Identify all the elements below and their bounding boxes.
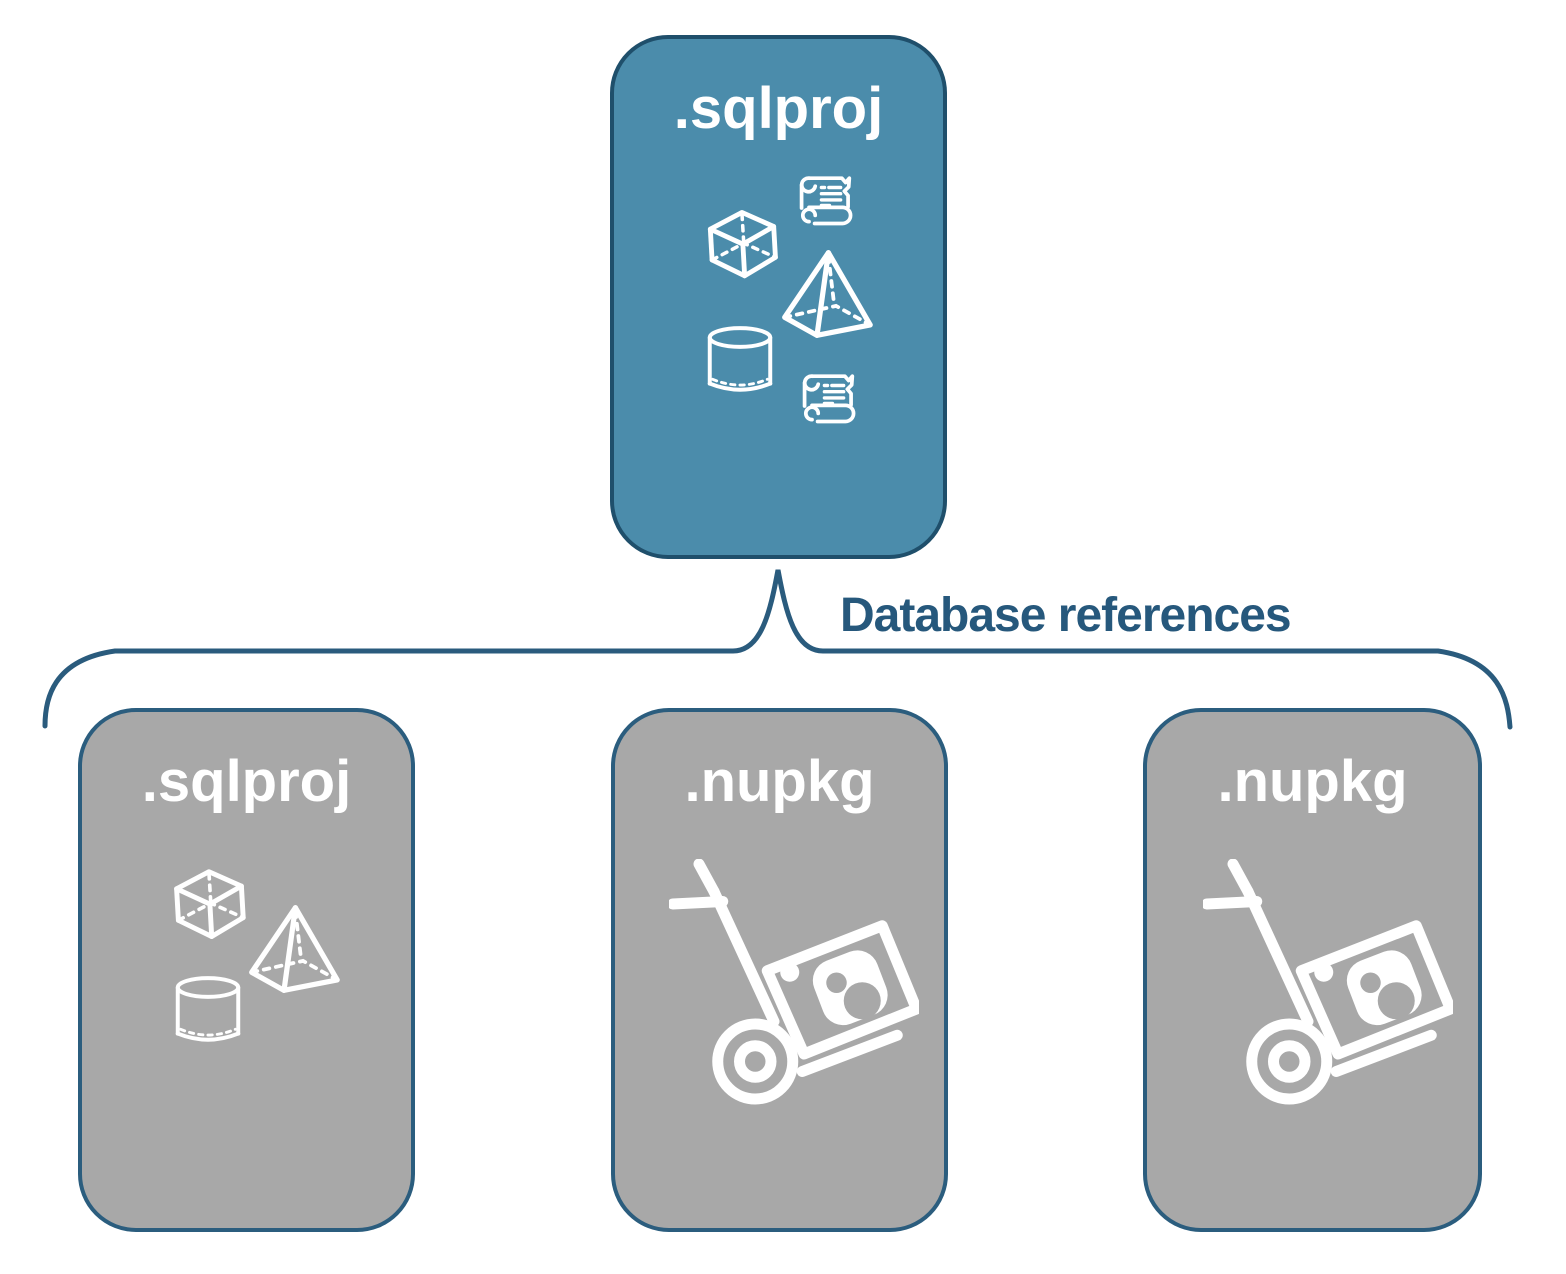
pyramid-icon <box>774 247 879 342</box>
cylinder-icon <box>704 320 776 404</box>
scroll-icon <box>796 172 858 234</box>
child-box-sqlproj: .sqlproj <box>78 708 415 1232</box>
child-box-nupkg-1: .nupkg <box>611 708 948 1232</box>
root-box-title: .sqlproj <box>673 76 884 141</box>
connector-label: Database references <box>840 589 1292 642</box>
cube-icon <box>698 201 786 289</box>
child-box-title: .nupkg <box>684 749 875 814</box>
root-box-sqlproj: .sqlproj <box>610 35 947 559</box>
scroll-icon <box>799 370 861 432</box>
cylinder-icon <box>172 970 244 1054</box>
child-box-nupkg-2: .nupkg <box>1143 708 1482 1232</box>
pyramid-icon <box>241 902 346 997</box>
nuget-package-dolly-icon <box>669 859 919 1109</box>
child-box-title: .sqlproj <box>141 749 352 814</box>
nuget-package-dolly-icon <box>1203 859 1453 1109</box>
child-box-title: .nupkg <box>1217 749 1408 814</box>
